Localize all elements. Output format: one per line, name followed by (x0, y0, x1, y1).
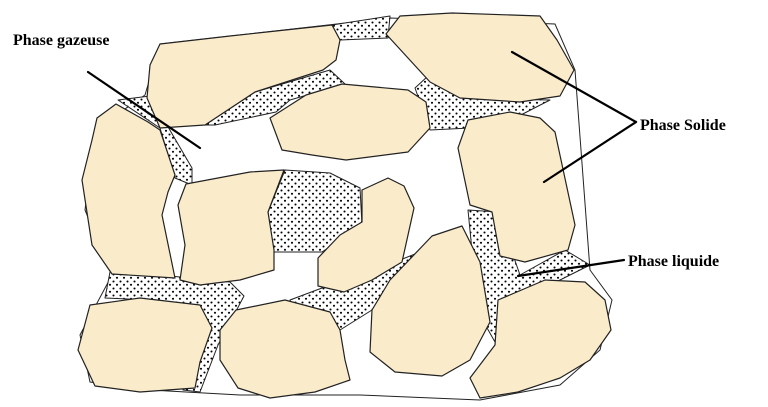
solid-grain-11 (220, 300, 350, 398)
solid-grain-6 (178, 170, 284, 285)
label-phase-liquide: Phase liquide (628, 253, 719, 270)
label-phase-solide: Phase Solide (640, 117, 726, 134)
solid-grain-10 (78, 298, 212, 392)
label-phase-gazeuse: Phase gazeuse (13, 32, 109, 49)
liquid-region-top (332, 16, 390, 40)
